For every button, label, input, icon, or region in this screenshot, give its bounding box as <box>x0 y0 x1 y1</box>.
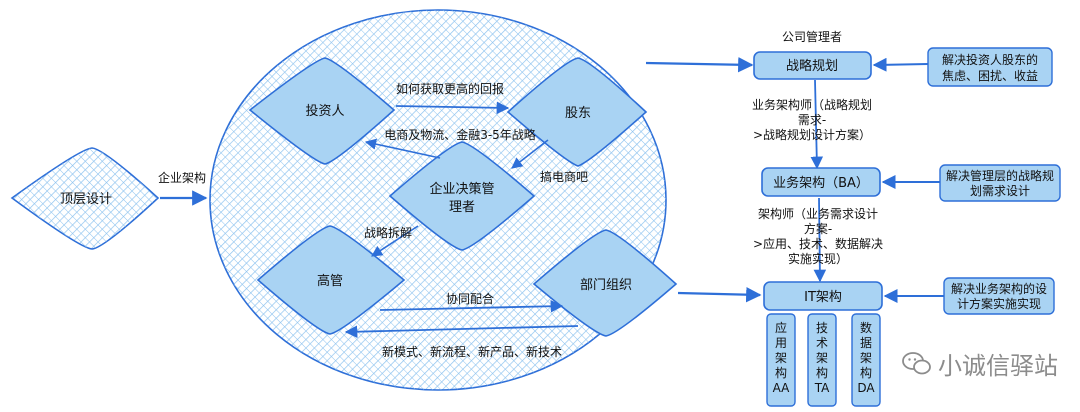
department-node: 部门组织 <box>532 229 678 337</box>
top-design-label: 顶层设计 <box>60 192 112 207</box>
shareholder-node: 股东 <box>506 57 648 167</box>
it-arch-box: IT架构 <box>763 281 883 311</box>
decision-maker-label-1: 企业决策管 <box>429 181 494 197</box>
watermark: 小诚信驿站 <box>902 346 1058 381</box>
strategy-planning-box: 战略规划 <box>753 51 872 80</box>
edge-ecommerce-strategy-label: 电商及物流、金融3-5年战略 <box>384 127 536 142</box>
ba-note-box: 解决管理层的战略规 划需求设计 <box>939 164 1061 202</box>
chat-bubbles-icon <box>902 351 931 374</box>
edge-decision-to-executive <box>371 225 419 257</box>
it-note-box: 解决业务架构的设 计方案实施实现 <box>943 277 1055 315</box>
edge-shareholder-to-decision <box>511 139 549 169</box>
edge-executive-to-department <box>379 299 564 313</box>
strategy-planning-label: 战略规划 <box>786 58 838 74</box>
ba-edge-label-2: 需求- <box>798 113 826 127</box>
edge-strategy-note <box>872 57 929 72</box>
arch-edge-label-3: >应用、技术、数据解决 <box>753 236 883 251</box>
edge-do-ecommerce-label: 搞电商吧 <box>540 169 588 184</box>
ba-note-line-1: 解决管理层的战略规 <box>946 168 1054 183</box>
arch-edge-label-2: 方案- <box>804 221 832 236</box>
edge-decision-to-investor <box>364 138 441 159</box>
edge-new-things-label: 新模式、新流程、新产品、新技术 <box>382 344 562 359</box>
investor-node: 投资人 <box>248 57 396 165</box>
business-arch-box: 业务架构（BA） <box>761 167 881 197</box>
edge-strategy-to-ba <box>810 79 824 170</box>
edge-ba-to-it <box>813 197 827 283</box>
strategy-note-line-1: 解决投资人股东的 <box>942 52 1038 67</box>
edge-department-to-it <box>677 286 762 303</box>
decision-maker-node: 企业决策管 理者 <box>388 141 536 251</box>
decision-maker-label-2: 理者 <box>449 200 475 215</box>
strategy-note-line-2: 焦虑、困扰、收益 <box>942 69 1038 83</box>
enterprise-arch-label: 企业架构 <box>158 170 206 185</box>
strategy-note-box: 解决投资人股东的 焦虑、困扰、收益 <box>927 47 1053 87</box>
company-manager-label: 公司管理者 <box>782 29 842 44</box>
edge-department-to-executive <box>344 325 579 339</box>
edge-ellipse-to-strategy <box>645 57 754 73</box>
arch-edge-label-4: 实施实现） <box>788 251 848 266</box>
it-note-line-1: 解决业务架构的设 <box>951 281 1047 296</box>
arch-edge-label-1: 架构师（业务需求设计 <box>758 206 878 221</box>
executive-label: 高管 <box>317 273 343 289</box>
ba-edge-label-3: >战略规划设计方案） <box>753 127 871 142</box>
ba-note-line-2: 划需求设计 <box>970 184 1030 198</box>
business-arch-label: 业务架构（BA） <box>773 175 869 191</box>
it-arch-label: IT架构 <box>804 290 842 305</box>
watermark-text: 小诚信驿站 <box>938 352 1058 380</box>
investor-label: 投资人 <box>305 103 344 119</box>
edge-investor-shareholder <box>395 101 510 115</box>
department-label: 部门组织 <box>580 278 632 293</box>
it-note-line-2: 计方案实施实现 <box>957 296 1041 311</box>
edge-strategy-breakdown-label: 战略拆解 <box>364 225 412 240</box>
edge-investor-shareholder-label: 如何获取更高的回报 <box>396 81 504 96</box>
top-design-node: 顶层设计 <box>10 147 160 250</box>
ba-edge-label-1: 业务架构师（战略规划 <box>752 97 872 112</box>
edge-collaboration-label: 协同配合 <box>446 291 494 306</box>
shareholder-label: 股东 <box>565 106 591 121</box>
